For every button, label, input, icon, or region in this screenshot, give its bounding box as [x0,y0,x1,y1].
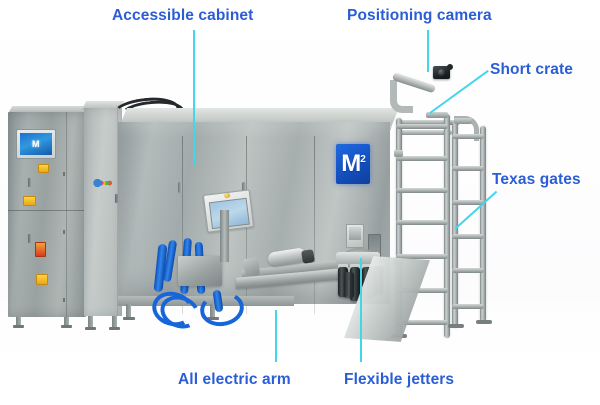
label-positioning-camera: Positioning camera [347,7,492,24]
cabinet-door-seam [8,210,86,211]
label-texas-gates: Texas gates [492,171,581,188]
gate-rail [452,166,484,171]
all-electric-arm [178,210,376,308]
display-surface: M [20,133,52,155]
gate-post [444,114,450,338]
warning-sticker [23,196,36,206]
door-panel-seam [314,136,315,314]
control-cabinet-display[interactable]: M [16,129,56,159]
control-cabinet: M [7,106,89,328]
gate-foot [476,320,492,324]
leader-line-accessible-cabinet [193,30,195,165]
gate-rail [396,220,448,225]
leader-line-all-electric-arm [275,310,277,362]
gate-rail [396,288,448,293]
touchscreen-display[interactable] [208,197,250,230]
rating-plate [346,224,364,248]
gate-hinge [394,150,403,157]
crate-top-bar [396,120,460,125]
transition-cabinet-face [84,108,122,316]
gate-rail [452,134,484,139]
gate-rail [452,268,484,273]
gate-rail [396,156,448,161]
arm-support-post [220,210,229,262]
label-accessible-cabinet: Accessible cabinet [112,7,254,24]
door-hinge [63,172,65,176]
gate-rail [452,304,484,309]
label-flexible-jetters: Flexible jetters [344,371,455,388]
boom-elbow [390,80,413,113]
arm-drive-housing [178,256,222,286]
leader-line-flexible-jetters [360,258,362,362]
jetter-manifold [336,252,380,264]
cabinet-door-handle[interactable] [115,194,118,203]
gate-rail [396,124,448,129]
control-cabinet-face: M [8,112,86,317]
gate-post [452,122,458,328]
leader-line-positioning-camera [427,30,429,72]
door-panel-seam [182,136,183,314]
gate-latch[interactable] [426,112,448,118]
jetter-nozzle [350,267,360,301]
cabinet-door-handle[interactable] [242,182,246,193]
jetter-nozzle [338,267,348,297]
rating-plate-crest [349,227,361,240]
jetter-nozzle [344,272,354,298]
brand-logo: M2 [336,144,370,184]
gate-rail [396,320,448,325]
door-hinge [63,230,65,234]
door-hinge [63,298,65,302]
gate-rail [452,234,484,239]
label-all-electric-arm: All electric arm [178,371,291,388]
texas-gates[interactable] [391,108,496,340]
display-logo: M [32,139,40,149]
positioning-camera-assembly [390,58,453,113]
brand-logo-superscript: 2 [360,154,365,165]
camera-mount-knob [447,64,453,70]
gate-post [396,118,402,336]
cabinet-door-handle[interactable] [28,178,31,187]
gate-foot [448,324,464,328]
gate-rail [452,200,484,205]
gate-post [480,126,486,322]
warning-sticker [36,274,48,285]
certification-badge [93,178,115,188]
gate-latch[interactable] [454,118,472,124]
gate-rail [396,188,448,193]
camera-lens-icon [438,69,445,76]
cabinet-door-handle[interactable] [178,182,182,193]
crate-top-bar [400,130,452,135]
photo-floor [0,300,600,405]
arm-motor-cap [301,249,315,264]
cabinet-door-handle[interactable] [28,234,31,243]
transition-cabinet [81,101,125,330]
arm-pivot-joint [242,257,261,277]
label-short-crate: Short crate [490,61,573,78]
cabinet-plinth [118,296,294,306]
cabinet-legs [13,317,80,328]
cabinet-edge-seam [117,108,118,316]
emergency-sticker [35,242,46,257]
gate-rail [396,254,448,259]
cabinet-edge-seam [66,112,67,317]
warning-sticker [38,164,49,173]
brand-logo-letter: M2 [341,150,365,177]
